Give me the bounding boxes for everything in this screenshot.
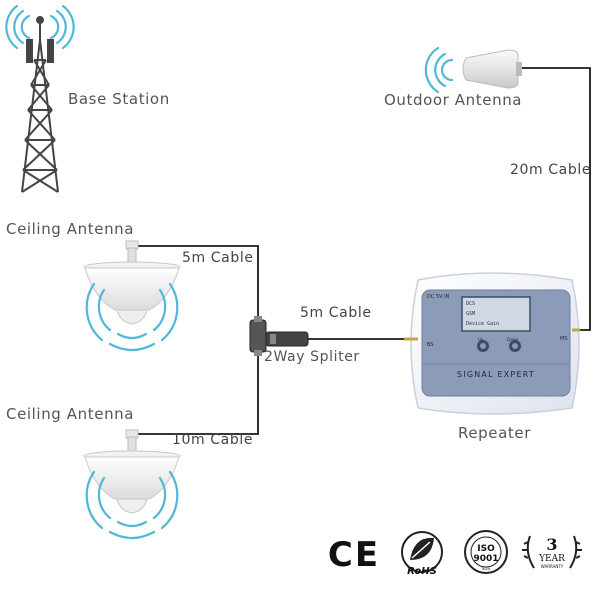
repeater-screen-line-1: DCS — [466, 301, 475, 307]
cable-label-ceiling-1: 5m Cable — [182, 250, 254, 266]
repeater-up-label: Up — [478, 337, 484, 342]
repeater-brand: SIGNAL EXPERT — [457, 370, 535, 379]
warranty-number-text: 3 — [546, 535, 557, 554]
repeater-device — [404, 272, 580, 415]
outdoor-antenna-signal-icon — [424, 46, 454, 94]
cable-label-ceiling-2: 10m Cable — [172, 432, 254, 448]
ce-mark-icon: CE — [328, 535, 380, 575]
base-station-signal-icon — [5, 4, 75, 50]
splitter-label: 2Way Spliter — [264, 349, 360, 365]
ceiling-antenna-1-icon — [83, 240, 181, 325]
cable-ceiling-1 — [138, 245, 259, 320]
cable-ceiling-2 — [138, 350, 259, 435]
rohs-leaf-icon: RoHS — [401, 531, 443, 577]
repeater-power-label: DC 5V IN — [427, 294, 450, 300]
repeater-label: Repeater — [458, 424, 531, 442]
iso-text: ISO — [477, 544, 495, 554]
iso-9001-seal-icon: ISO 9001 SGS — [464, 530, 508, 574]
cables — [138, 67, 591, 435]
iso-sgs-text: SGS — [482, 566, 491, 571]
ceiling-antenna-1-signal-icon — [85, 282, 179, 352]
repeater-screen-line-3: Device Gain — [466, 321, 499, 327]
warranty-badge-icon: 3 YEAR WARRANTY — [522, 535, 582, 569]
warranty-small-text: WARRANTY — [541, 564, 564, 569]
base-station-label: Base Station — [68, 90, 170, 108]
cable-label-splitter-to-repeater: 5m Cable — [300, 305, 372, 321]
repeater-bs-port-label: BS — [427, 342, 434, 348]
outdoor-antenna-label: Outdoor Antenna — [384, 91, 523, 109]
rohs-text: RoHS — [407, 566, 437, 577]
ceiling-antenna-2-label: Ceiling Antenna — [6, 405, 135, 423]
repeater-ms-port-label: MS — [560, 336, 568, 342]
repeater-down-label: Down — [507, 337, 519, 342]
base-station-tower-icon — [21, 16, 59, 193]
cable-label-outdoor: 20m Cable — [510, 162, 592, 178]
outdoor-antenna-icon — [462, 49, 522, 89]
repeater-screen-line-2: GSM — [466, 311, 475, 317]
ceiling-antenna-2-icon — [83, 429, 181, 514]
cable-outdoor — [520, 67, 591, 331]
iso-number-text: 9001 — [473, 554, 498, 564]
ce-mark-text: CE — [328, 535, 380, 575]
ceiling-antenna-1-label: Ceiling Antenna — [6, 220, 135, 238]
warranty-unit-text: YEAR — [538, 554, 565, 564]
ceiling-antenna-2-signal-icon — [85, 470, 179, 540]
splitter-icon — [249, 316, 309, 356]
